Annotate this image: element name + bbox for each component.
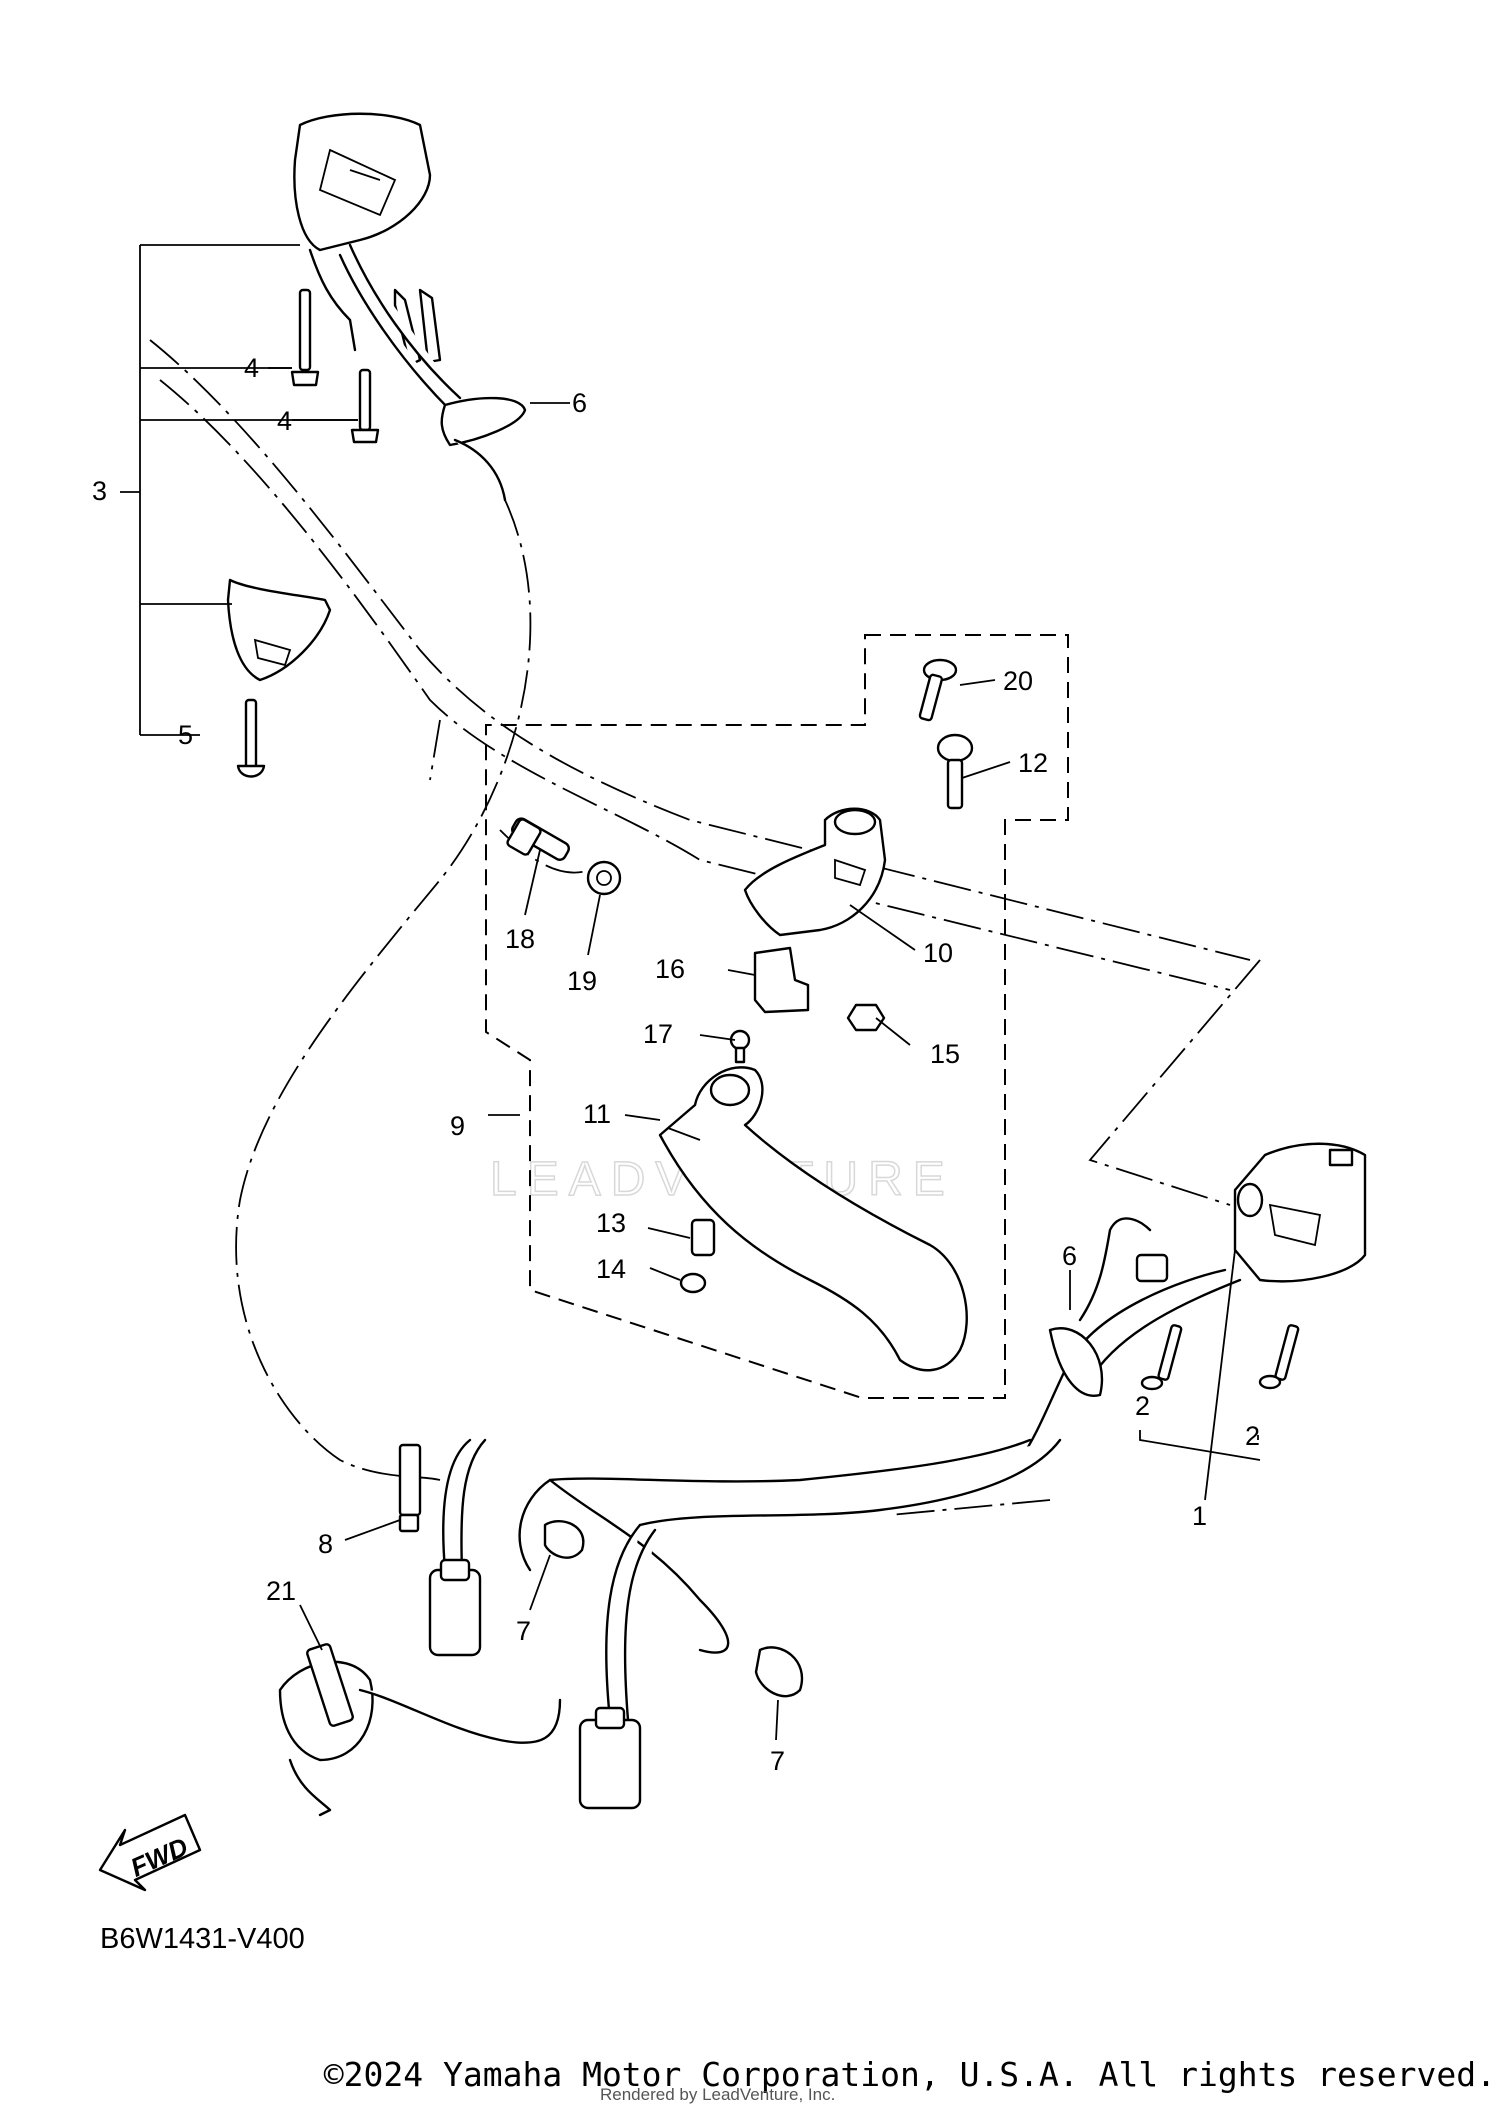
callout-18: 18: [505, 924, 535, 954]
screw-5: [236, 698, 266, 778]
lever-holder: [743, 807, 887, 937]
copyright-notice: ©2024 Yamaha Motor Corporation, U.S.A. A…: [323, 2055, 1496, 2094]
right-switch-housing: [1233, 1142, 1367, 1283]
callout-5: 5: [178, 720, 193, 750]
diagram-code: B6W1431-V400: [100, 1923, 305, 1955]
callout-6-upper: 6: [572, 388, 587, 418]
clamp-7-lower: [754, 1646, 804, 1698]
handlebar-axis: [149, 339, 1261, 1206]
screw-4-upper: [290, 288, 320, 387]
grommet-upper: [440, 396, 527, 502]
left-switch-lower: [226, 578, 332, 682]
lever-11: [658, 1066, 968, 1372]
callout-9: 9: [450, 1111, 465, 1141]
clamp-7-upper: [543, 1520, 585, 1559]
screw-2-right: [1258, 1324, 1300, 1390]
collar-13: [690, 1218, 716, 1257]
fwd-direction-badge: FWD: [98, 1813, 202, 1892]
bracket-3: [120, 244, 358, 736]
clutch-switch-16: [753, 946, 810, 1014]
callout-1: 1: [1192, 1501, 1207, 1531]
callout-7-upper: 7: [516, 1616, 531, 1646]
pivot-bolt-12: [936, 733, 974, 810]
callout-2-right: 2: [1245, 1421, 1260, 1451]
callout-4-upper: 4: [244, 353, 259, 383]
connector-plug-left: [428, 1558, 482, 1657]
leader-lines: [268, 367, 1261, 1741]
callouts: 3 4 4 5 6 20 12 18 19 10 16 17 15 9 11 1…: [92, 353, 1260, 1776]
callout-21: 21: [266, 1576, 296, 1606]
rendered-by-credit: Rendered by LeadVenture, Inc.: [600, 2085, 836, 2104]
callout-11: 11: [583, 1099, 611, 1129]
callout-7-lower: 7: [770, 1746, 785, 1776]
callout-10: 10: [923, 938, 953, 968]
connector-plug-right: [578, 1706, 642, 1810]
callout-12: 12: [1018, 748, 1048, 778]
callout-3: 3: [92, 476, 107, 506]
locknut-19: [586, 860, 622, 896]
callout-17: 17: [643, 1019, 673, 1049]
callout-15: 15: [930, 1039, 960, 1069]
callout-16: 16: [655, 954, 685, 984]
screw-4-lower: [350, 368, 380, 444]
screw-17: [729, 1029, 751, 1064]
right-harness: [1018, 1217, 1242, 1462]
left-switch-housing: [293, 112, 462, 412]
bolt-20: [918, 658, 958, 722]
callout-6-lower: 6: [1062, 1241, 1077, 1271]
band-8: [398, 1443, 422, 1533]
callout-2-left: 2: [1135, 1391, 1150, 1421]
callout-14: 14: [596, 1254, 626, 1284]
callout-13: 13: [596, 1208, 626, 1238]
left-cable: [235, 499, 532, 1481]
band-21: [278, 1643, 562, 1817]
oring-14: [679, 1272, 707, 1294]
lever-assembly-box: [485, 634, 1069, 1399]
nut-15: [846, 1003, 886, 1032]
callout-19: 19: [567, 966, 597, 996]
callout-4-lower: 4: [277, 406, 292, 436]
callout-20: 20: [1003, 666, 1033, 696]
screw-2-left: [1140, 1324, 1183, 1391]
adjuster-18: [506, 817, 570, 861]
lower-harness: [442, 1438, 1062, 1722]
callout-8: 8: [318, 1529, 333, 1559]
